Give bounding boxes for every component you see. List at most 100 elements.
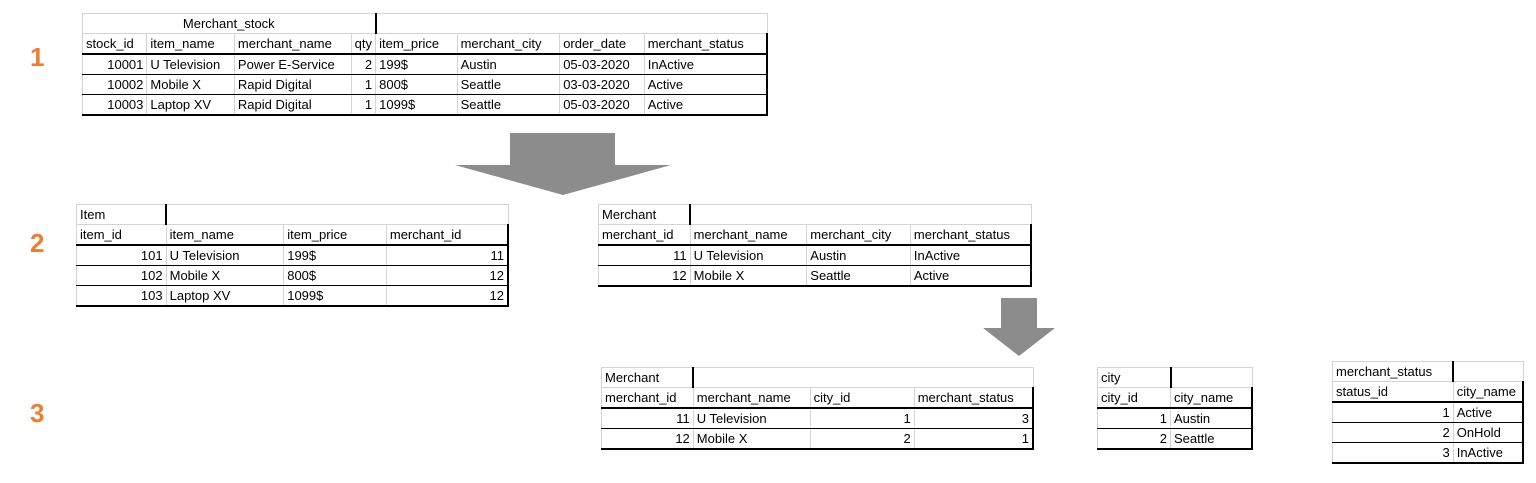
empty-title-cell xyxy=(374,13,768,34)
header-cell: item_name xyxy=(146,33,235,55)
step-3-label: 3 xyxy=(30,398,45,428)
header-row: status_id city_name xyxy=(1332,381,1524,403)
cell: Seattle xyxy=(806,265,911,287)
cell: Laptop XV xyxy=(146,94,235,116)
cell: Mobile X xyxy=(146,74,235,95)
cell: 1099$ xyxy=(283,285,387,307)
down-arrow-icon xyxy=(455,133,671,195)
table-row: 11 U Television Austin InActive xyxy=(598,244,1032,266)
header-cell: city_id xyxy=(1097,387,1171,409)
cell: Seattle xyxy=(1170,428,1253,450)
table-title-row: merchant_status xyxy=(1332,361,1524,382)
header-cell: merchant_name xyxy=(692,387,811,409)
header-cell: merchant_id xyxy=(598,224,691,246)
cell: U Television xyxy=(165,244,285,266)
cell: 3 xyxy=(1332,442,1454,464)
table-row: 101 U Television 199$ 11 xyxy=(76,244,509,266)
cell: Laptop XV xyxy=(165,285,285,307)
cell: 2 xyxy=(1332,422,1454,443)
empty-title-cell xyxy=(1452,361,1524,382)
header-cell: merchant_status xyxy=(913,387,1034,409)
cell: Active xyxy=(909,265,1032,287)
cell: 101 xyxy=(76,244,167,266)
cell: Active xyxy=(1452,401,1524,423)
header-cell: item_price xyxy=(283,224,387,246)
table-row: 10003 Laptop XV Rapid Digital 1 1099$ Se… xyxy=(81,94,768,116)
cell: Active xyxy=(643,74,768,95)
merchant-table-step3: Merchant merchant_id merchant_name city_… xyxy=(601,367,1034,450)
cell: 11 xyxy=(385,244,509,266)
cell: Active xyxy=(643,94,768,116)
merchant-status-table: merchant_status status_id city_name 1 Ac… xyxy=(1332,361,1524,464)
cell: 12 xyxy=(598,265,691,287)
header-cell: merchant_city xyxy=(456,33,561,55)
table-title-row: Merchant xyxy=(601,367,1034,388)
cell: U Television xyxy=(146,53,235,75)
table-row: 2 OnHold xyxy=(1332,422,1524,443)
header-cell: city_id xyxy=(809,387,915,409)
cell: 1099$ xyxy=(375,94,458,116)
cell: Mobile X xyxy=(692,428,811,450)
cell: 05-03-2020 xyxy=(559,53,645,75)
cell: Rapid Digital xyxy=(233,74,352,95)
table-row: 1 Active xyxy=(1332,401,1524,423)
step-2-label: 2 xyxy=(30,228,45,258)
table-title: city xyxy=(1097,367,1172,388)
header-cell: status_id xyxy=(1332,381,1454,403)
empty-title-cell xyxy=(692,367,1034,388)
cell: 800$ xyxy=(375,74,458,95)
cell: 2 xyxy=(350,53,377,75)
header-cell: merchant_status xyxy=(909,224,1032,246)
item-table: Item item_id item_name item_price mercha… xyxy=(76,204,509,307)
cell: 1 xyxy=(913,428,1034,450)
merchant-stock-table: Merchant_stock stock_id item_name mercha… xyxy=(81,13,768,116)
header-row: city_id city_name xyxy=(1097,387,1253,409)
cell: 800$ xyxy=(283,265,387,286)
cell: 1 xyxy=(1097,407,1171,429)
cell: U Television xyxy=(689,244,808,266)
cell: 1 xyxy=(1332,401,1454,423)
cell: 10001 xyxy=(81,53,148,75)
header-cell: qty xyxy=(350,33,377,55)
cell: 1 xyxy=(809,407,915,429)
down-arrow-icon xyxy=(983,298,1055,356)
header-cell: city_name xyxy=(1452,381,1524,403)
empty-title-cell xyxy=(165,204,509,225)
arrow-shape xyxy=(455,133,671,195)
cell: Mobile X xyxy=(165,265,285,286)
table-row: 12 Mobile X 2 1 xyxy=(601,428,1034,450)
cell: 1 xyxy=(350,74,377,95)
cell: InActive xyxy=(909,244,1032,266)
arrow-shape xyxy=(983,298,1055,356)
cell: 199$ xyxy=(283,244,387,266)
cell: 1 xyxy=(350,94,377,116)
cell: Austin xyxy=(1170,407,1253,429)
cell: Seattle xyxy=(456,74,561,95)
cell: 2 xyxy=(1097,428,1171,450)
header-cell: item_id xyxy=(76,224,167,246)
table-title: merchant_status xyxy=(1332,361,1455,382)
table-row: 3 InActive xyxy=(1332,442,1524,464)
cell: 03-03-2020 xyxy=(559,74,645,95)
table-row: 1 Austin xyxy=(1097,407,1253,429)
table-title-row: Merchant_stock xyxy=(81,13,768,34)
empty-title-cell xyxy=(689,204,1032,225)
table-title-row: city xyxy=(1097,367,1253,388)
cell: 11 xyxy=(598,244,691,266)
table-title: Merchant xyxy=(598,204,692,225)
table-row: 11 U Television 1 3 xyxy=(601,407,1034,429)
header-cell: merchant_status xyxy=(643,33,768,55)
header-row: merchant_id merchant_name city_id mercha… xyxy=(601,387,1034,409)
header-cell: stock_id xyxy=(81,33,148,55)
cell: OnHold xyxy=(1452,422,1524,443)
table-title: Merchant xyxy=(601,367,695,388)
header-cell: city_name xyxy=(1170,387,1253,409)
table-title: Item xyxy=(76,204,168,225)
cell: Austin xyxy=(456,53,561,75)
cell: 10002 xyxy=(81,74,148,95)
cell: 2 xyxy=(809,428,915,450)
table-title-row: Merchant xyxy=(598,204,1032,225)
cell: Rapid Digital xyxy=(233,94,352,116)
cell: 102 xyxy=(76,265,167,286)
empty-title-cell xyxy=(1170,367,1253,388)
